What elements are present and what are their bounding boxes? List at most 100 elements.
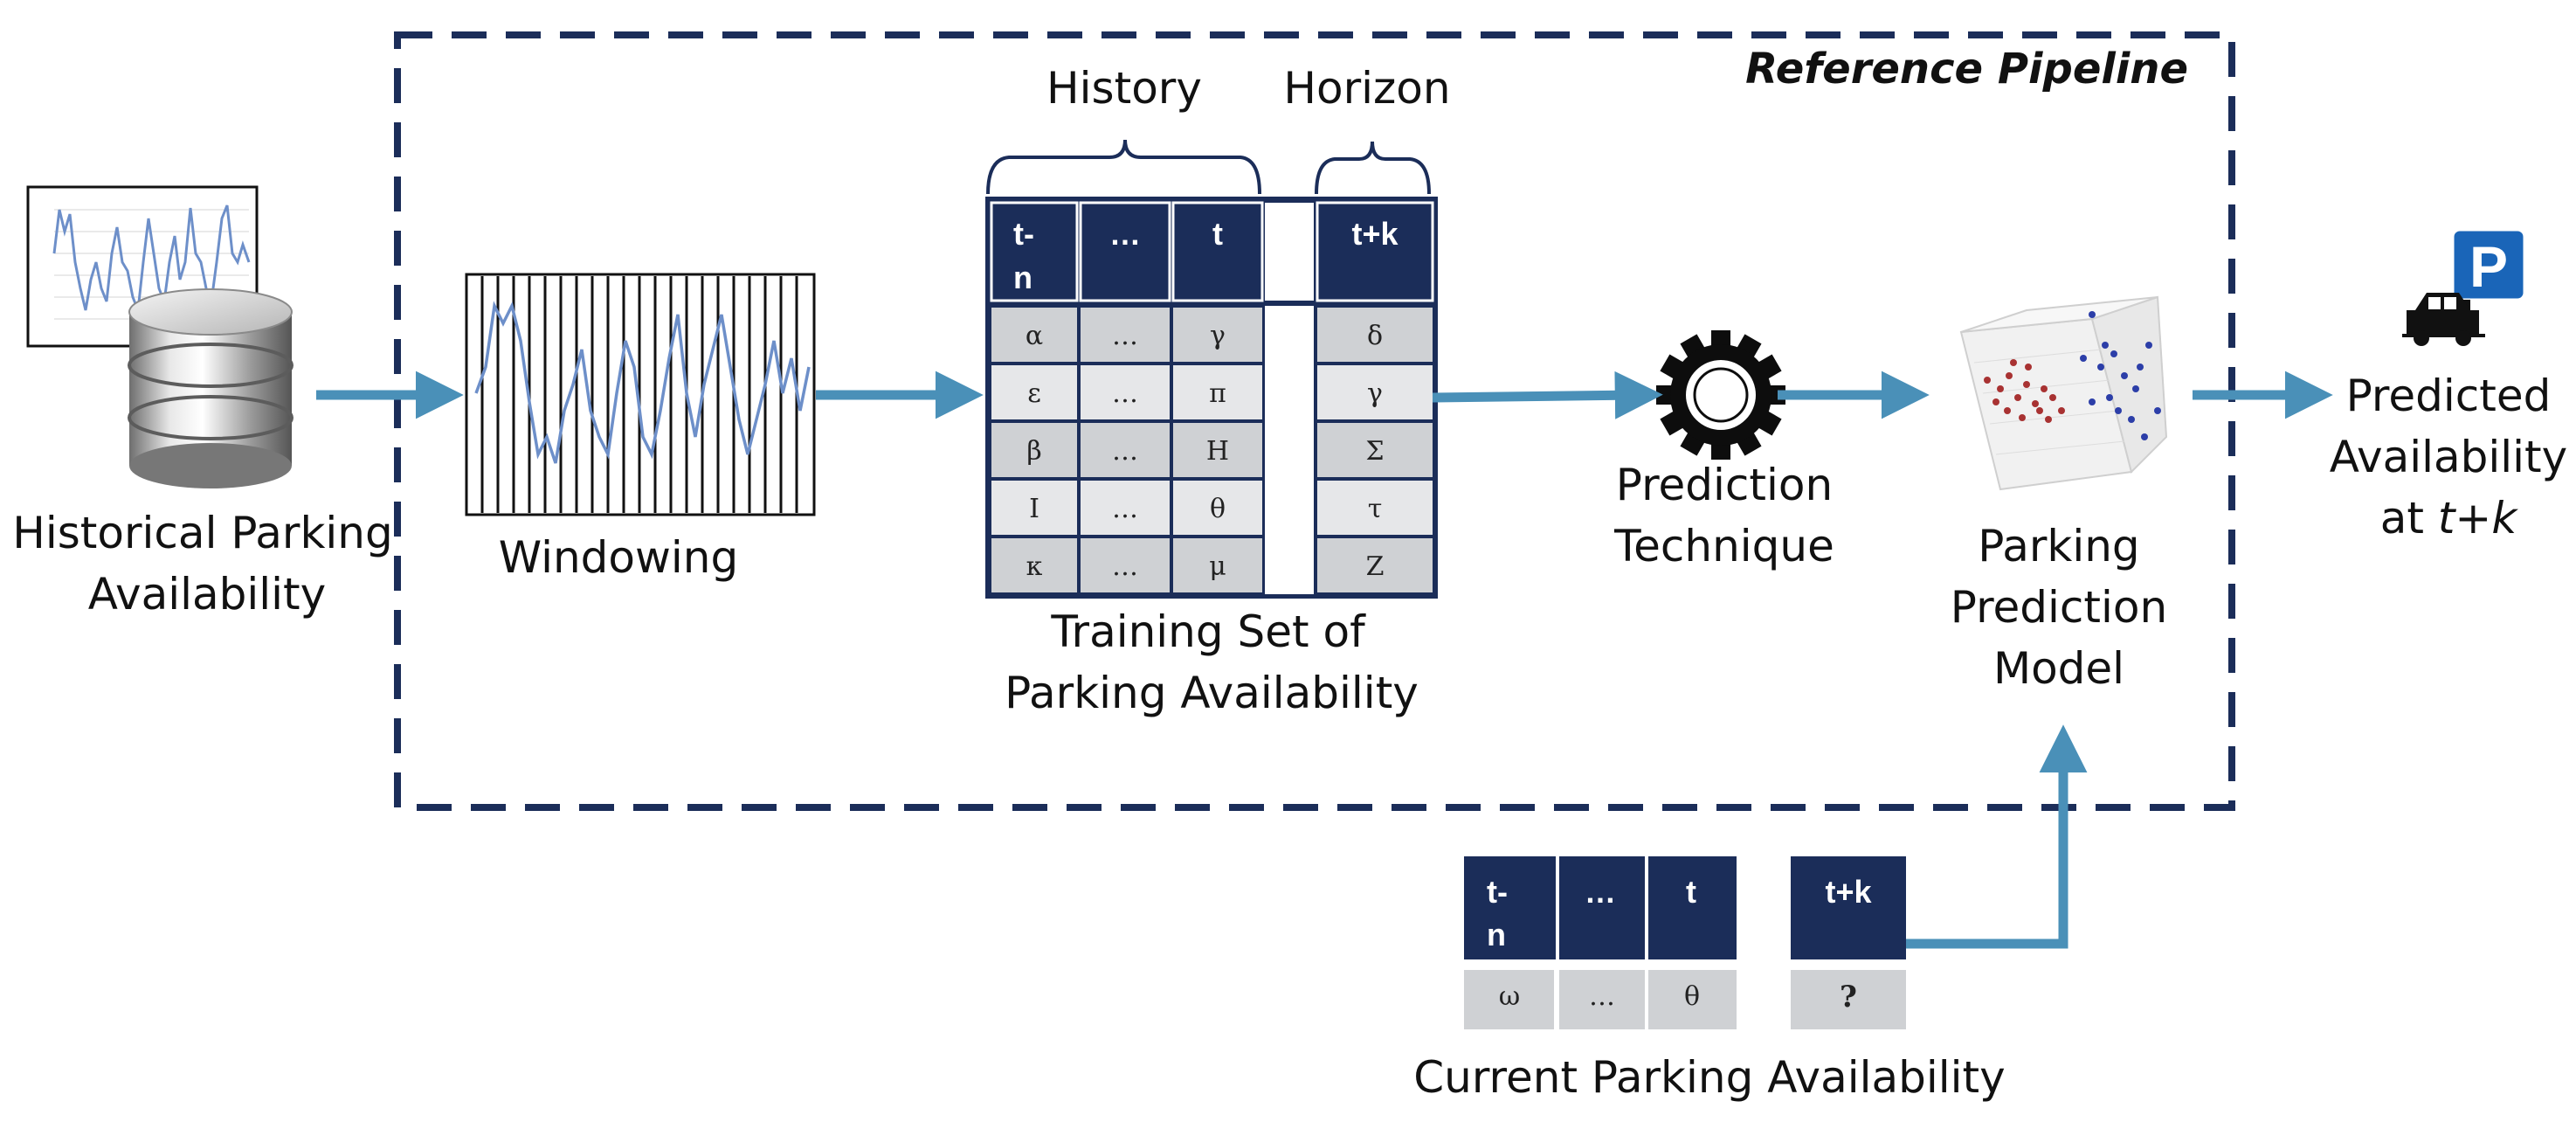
- training-cell-bg: [1081, 308, 1170, 362]
- scatter-point-red: [2006, 372, 2013, 379]
- history-label: History: [1046, 63, 1202, 114]
- training-cell-bg: [1173, 423, 1262, 477]
- scatter-point-red: [2014, 394, 2021, 401]
- train-header-c2: …: [1109, 216, 1141, 252]
- training-cell: μ: [1209, 551, 1226, 582]
- scatter-point-red: [2032, 400, 2039, 407]
- output-label-line3: at t+k: [2380, 493, 2519, 544]
- scatter-point-blue: [2141, 433, 2148, 440]
- training-cell-bg: [1317, 308, 1433, 362]
- arrow-training-to-technique: [1432, 371, 1663, 419]
- training-cell-bg: [1081, 423, 1170, 477]
- training-cell-bg: [991, 538, 1077, 592]
- training-cell-bg: [1081, 365, 1170, 419]
- training-cell: θ: [1210, 494, 1226, 524]
- training-cell: Η: [1206, 436, 1229, 467]
- train-header-c3: t: [1212, 216, 1223, 252]
- training-cell: γ: [1210, 321, 1226, 351]
- training-cell-bg: [991, 365, 1077, 419]
- scatter-point-blue: [2097, 364, 2104, 371]
- current-label: Current Parking Availability: [1413, 1052, 2006, 1103]
- technique-label-line1: Prediction: [1616, 460, 1833, 510]
- scatter-point-red: [2058, 407, 2065, 414]
- training-cell-bg: [1081, 481, 1170, 535]
- train-header-c4: t+k: [1351, 216, 1398, 252]
- historical-label-line1: Historical Parking: [12, 508, 392, 558]
- current-header-c2: …: [1585, 874, 1616, 910]
- training-cell: …: [1112, 378, 1138, 409]
- scatter-point-blue: [2121, 372, 2128, 379]
- scatter-point-red: [2010, 359, 2017, 366]
- scatter-point-red: [1984, 377, 1991, 384]
- train-header-c1-line2: n: [1013, 260, 1032, 295]
- scatter-point-red: [2041, 385, 2048, 392]
- training-cell-bg: [1173, 538, 1262, 592]
- training-cell-bg: [991, 308, 1077, 362]
- scatter-point-blue: [2137, 364, 2144, 371]
- output-label-var: t+k: [2438, 493, 2518, 544]
- model-label-line1: Parking: [1978, 521, 2139, 571]
- arrow-current-to-model: [1906, 724, 2088, 949]
- current-header-c1-line1: t-: [1487, 874, 1508, 910]
- training-cell: π: [1209, 378, 1226, 409]
- training-cell-bg: [1173, 481, 1262, 535]
- scatter-point-red: [1997, 385, 2004, 392]
- training-cell-bg: [991, 423, 1077, 477]
- scatter-point-red: [2019, 414, 2026, 421]
- current-header-c4: t+k: [1825, 874, 1872, 910]
- training-cell-bg: [1173, 308, 1262, 362]
- training-cell: Ζ: [1366, 551, 1385, 582]
- training-cell: Σ: [1365, 436, 1384, 467]
- windowing-label: Windowing: [499, 532, 738, 583]
- current-cell-3: ?: [1840, 980, 1857, 1015]
- reference-pipeline-title: Reference Pipeline: [1745, 45, 2188, 94]
- historical-label-line2: Availability: [88, 569, 327, 620]
- training-cell: τ: [1368, 494, 1383, 524]
- scatter-point-red: [2004, 407, 2011, 414]
- training-cell-bg: [1317, 481, 1433, 535]
- scatter-point-blue: [2089, 311, 2096, 318]
- training-label-line2: Parking Availability: [1005, 668, 1419, 718]
- training-cell-bg: [991, 481, 1077, 535]
- current-header-c1-line2: n: [1487, 917, 1506, 952]
- training-cell: …: [1112, 321, 1138, 351]
- model-label-line2: Prediction: [1951, 582, 2167, 633]
- technique-label-line2: Technique: [1613, 521, 1834, 571]
- training-cell: γ: [1367, 378, 1383, 409]
- training-cell: ε: [1027, 378, 1041, 409]
- output-label-prefix: at: [2380, 493, 2438, 544]
- database-icon: [128, 288, 294, 488]
- training-cell: α: [1026, 321, 1043, 351]
- scatter-point-blue: [2089, 398, 2096, 405]
- scatter-point-blue: [2132, 385, 2139, 392]
- training-label-line1: Training Set of: [1050, 606, 1366, 657]
- training-cell: κ: [1026, 551, 1043, 582]
- current-cell-1: …: [1589, 981, 1615, 1012]
- training-cell-bg: [1081, 538, 1170, 592]
- training-cell: β: [1026, 436, 1041, 467]
- scatter-point-red: [2049, 394, 2056, 401]
- current-availability-table: [1464, 856, 1906, 1029]
- training-cell-bg: [1173, 365, 1262, 419]
- scatter-point-blue: [2102, 342, 2109, 349]
- scatter-point-red: [2023, 381, 2030, 388]
- reference-pipeline-frame: [394, 31, 2235, 811]
- history-brace: [986, 139, 1261, 195]
- training-cell-bg: [1317, 365, 1433, 419]
- scatter-point-blue: [2106, 394, 2113, 401]
- scatter-point-blue: [2154, 407, 2161, 414]
- horizon-brace: [1315, 141, 1431, 195]
- scatter-point-red: [2036, 407, 2043, 414]
- training-cell-bg: [1317, 423, 1433, 477]
- horizon-label: Horizon: [1283, 63, 1450, 114]
- parking-sign-letter: P: [2469, 234, 2508, 299]
- scatter-3d-plot: [1923, 276, 2191, 521]
- scatter-point-blue: [2115, 407, 2122, 414]
- current-cell-2: θ: [1684, 981, 1700, 1012]
- scatter-point-blue: [2145, 342, 2152, 349]
- scatter-point-blue: [2110, 350, 2117, 357]
- current-cell-0: ω: [1499, 981, 1520, 1012]
- scatter-point-blue: [2080, 355, 2087, 362]
